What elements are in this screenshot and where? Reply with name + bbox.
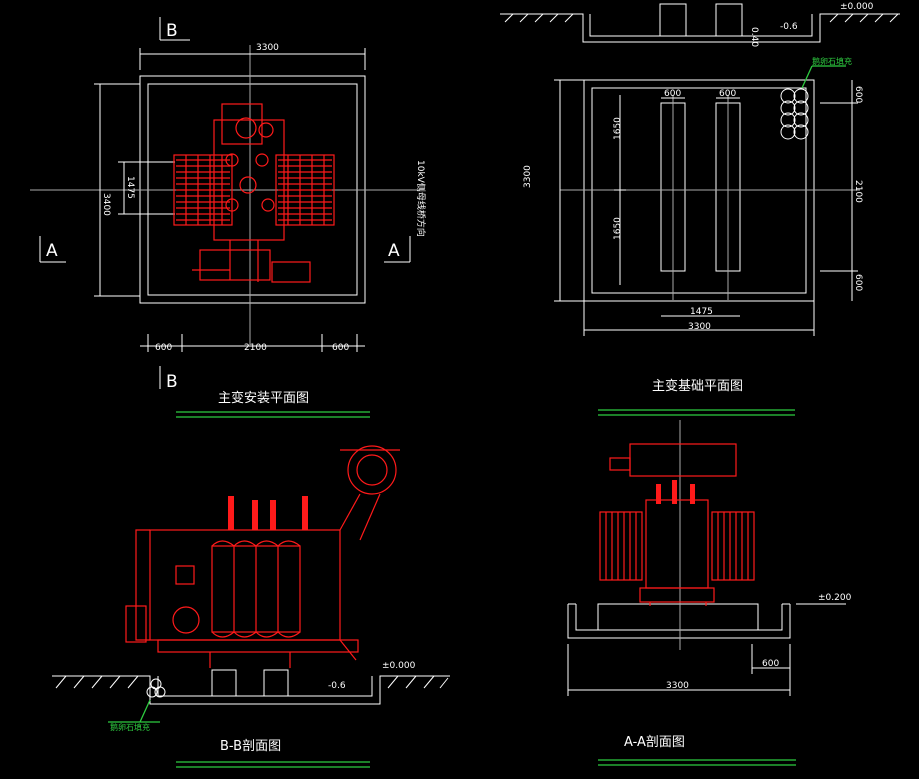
dim-small-aa: 600 xyxy=(762,659,779,669)
gravel-symbol xyxy=(780,88,809,140)
ground-line xyxy=(52,675,450,705)
side-note-busbar-direction: 10kV侧母线桥方向 xyxy=(415,160,427,237)
dim-inner-vertical: 1475 xyxy=(125,176,135,199)
bushing-plan xyxy=(258,122,274,138)
radiator-bank-right xyxy=(275,154,335,226)
bushing-1 xyxy=(228,496,234,530)
bushing-aa-2 xyxy=(672,480,677,504)
pit-section-inner xyxy=(589,14,813,37)
section-mark-b-top: B xyxy=(166,21,178,41)
gravel-label: 鹅卵石填充 xyxy=(812,56,852,66)
nameplate xyxy=(175,565,195,585)
valve-round xyxy=(172,606,200,634)
pad-aa xyxy=(597,603,759,631)
level-top: ±0.000 xyxy=(840,2,874,12)
radiator-bank-left xyxy=(173,154,233,226)
title-install-plan: 主变安装平面图 xyxy=(218,390,309,406)
bushing-plan xyxy=(235,117,257,139)
cabinet-plan xyxy=(199,249,271,281)
section-bb: 鹅卵石填充 ±0.000 -0.6 xyxy=(52,445,450,768)
section-mark-a-right: A xyxy=(388,241,400,261)
cabinet-plan-small xyxy=(271,261,311,283)
level-ground-bb: ±0.000 xyxy=(382,661,416,671)
transformer-elevation-aa xyxy=(599,443,755,606)
level-pit-bb: -0.6 xyxy=(328,681,346,691)
bushing-plan xyxy=(225,198,239,212)
bushing-plan xyxy=(225,153,239,167)
pit-aa-inner xyxy=(575,604,783,631)
tank-aa xyxy=(645,499,709,589)
level-pit: -0.6 xyxy=(780,22,798,32)
dim-bottom-mid: 2100 xyxy=(244,343,267,353)
radiator-aa-left xyxy=(599,511,643,581)
dim-width-top: 3300 xyxy=(256,43,279,53)
gravel-bb xyxy=(146,678,166,698)
bushing-plan xyxy=(261,198,275,212)
bushing-aa-1 xyxy=(656,484,661,504)
bushing-plan xyxy=(239,176,257,194)
dim-right-mid: 2100 xyxy=(853,180,863,203)
transformer-tank xyxy=(213,119,285,241)
dim-left-total: 3300 xyxy=(523,165,533,188)
dim-bottom-left: 600 xyxy=(155,343,172,353)
dim-right-top: 600 xyxy=(853,86,863,103)
conservator-inner xyxy=(356,454,388,486)
pad-section-left xyxy=(659,3,687,37)
gravel-leader xyxy=(139,699,151,723)
pad-bb-right xyxy=(263,669,289,697)
pit-section-top xyxy=(500,13,900,43)
dim-left-lower: 1650 xyxy=(613,217,623,240)
conservator-aa xyxy=(629,443,737,477)
transformer-plan-view xyxy=(173,103,335,283)
conservator-plan xyxy=(221,103,263,145)
bushing-3 xyxy=(270,500,276,530)
tank-aa-base xyxy=(639,587,715,603)
pad-section-right xyxy=(715,3,743,37)
dim-right-bottom: 600 xyxy=(853,274,863,291)
plan-install: 3300 3400 1475 600 2100 600 B B A A 10kV… xyxy=(30,17,427,418)
bushing-2 xyxy=(252,500,258,530)
tank-base xyxy=(157,639,359,653)
bushing-4 xyxy=(302,496,308,530)
title-foundation-plan: 主变基础平面图 xyxy=(652,378,743,394)
conservator-end xyxy=(609,457,631,471)
dim-bottom-total: 3300 xyxy=(688,322,711,332)
dim-bottom-right: 600 xyxy=(332,343,349,353)
bushing-aa-3 xyxy=(690,484,695,504)
section-mark-b-bottom: B xyxy=(166,372,178,392)
section-aa: ±0.200 600 3300 xyxy=(567,420,852,766)
gravel-leader xyxy=(801,65,813,89)
dim-total-aa: 3300 xyxy=(666,681,689,691)
transformer-elevation-bb xyxy=(125,445,400,668)
pit-aa-outer xyxy=(567,604,791,639)
level-aa: ±0.200 xyxy=(818,593,852,603)
pad-bb-left xyxy=(211,669,237,697)
plan-foundation: ±0.000 -0.6 0.40 鹅卵石填充 3300 1650 1650 xyxy=(500,2,900,416)
dim-pad-left-width: 600 xyxy=(664,89,681,99)
control-box xyxy=(125,605,147,643)
dim-pad-right-width: 600 xyxy=(719,89,736,99)
level-small: 0.40 xyxy=(749,27,759,47)
radiator-aa-right xyxy=(711,511,755,581)
bushing-plan xyxy=(255,153,269,167)
dim-height-left: 3400 xyxy=(101,193,111,216)
conservator xyxy=(347,445,397,495)
dim-left-upper: 1650 xyxy=(613,117,623,140)
section-mark-a-left: A xyxy=(46,241,58,261)
gravel-label-bb: 鹅卵石填充 xyxy=(110,722,150,732)
title-section-aa: A-A剖面图 xyxy=(624,735,685,750)
title-section-bb: B-B剖面图 xyxy=(220,739,281,754)
pipe-left xyxy=(135,529,150,641)
dim-bottom-inner: 1475 xyxy=(690,307,713,317)
